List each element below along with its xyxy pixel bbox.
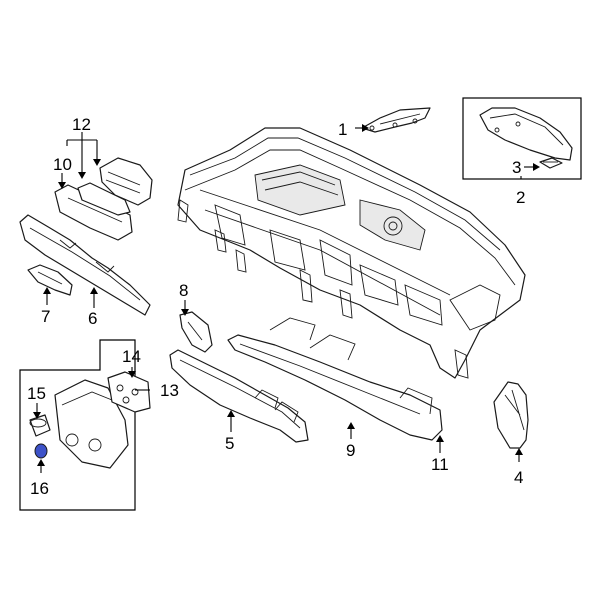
instrument-panel-frame — [177, 127, 526, 379]
callout-7: 7 — [41, 307, 50, 326]
callout-9: 9 — [346, 441, 355, 460]
part-1-cover — [361, 107, 431, 133]
callout-4: 4 — [514, 468, 523, 487]
part-6-trim — [19, 214, 151, 316]
part-7-small-panel — [27, 264, 73, 296]
callout-labels: 1 2 3 4 5 6 7 8 9 10 11 12 13 14 15 16 — [27, 115, 525, 498]
part-14-switch-unit — [107, 371, 151, 413]
callout-16: 16 — [30, 479, 49, 498]
inset-box-part-13 — [19, 339, 136, 511]
part-3-clip — [539, 157, 563, 169]
callout-1: 1 — [338, 120, 347, 139]
inset-box-parts-2-3 — [462, 97, 582, 180]
part-4-end-cover — [493, 381, 529, 449]
callout-10: 10 — [53, 155, 72, 174]
part-9-lower-panel — [227, 317, 443, 441]
part-13-console-panel — [54, 379, 129, 469]
part-16-cap — [34, 443, 48, 459]
part-15-socket — [29, 414, 51, 437]
part-12-switch-panel — [77, 157, 153, 216]
callout-2: 2 — [516, 188, 525, 207]
callout-15: 15 — [27, 384, 46, 403]
callout-14: 14 — [122, 347, 141, 366]
leader-lines — [33, 124, 540, 473]
callout-8: 8 — [179, 281, 188, 300]
callout-6: 6 — [88, 309, 97, 328]
callout-5: 5 — [225, 434, 234, 453]
callout-11: 11 — [431, 455, 449, 474]
callout-3: 3 — [512, 158, 521, 177]
part-8-bracket — [179, 311, 213, 353]
callout-13: 13 — [160, 381, 179, 400]
part-2-panel — [479, 107, 573, 161]
callout-12: 12 — [72, 115, 91, 134]
part-5-lower-trim — [169, 349, 309, 443]
